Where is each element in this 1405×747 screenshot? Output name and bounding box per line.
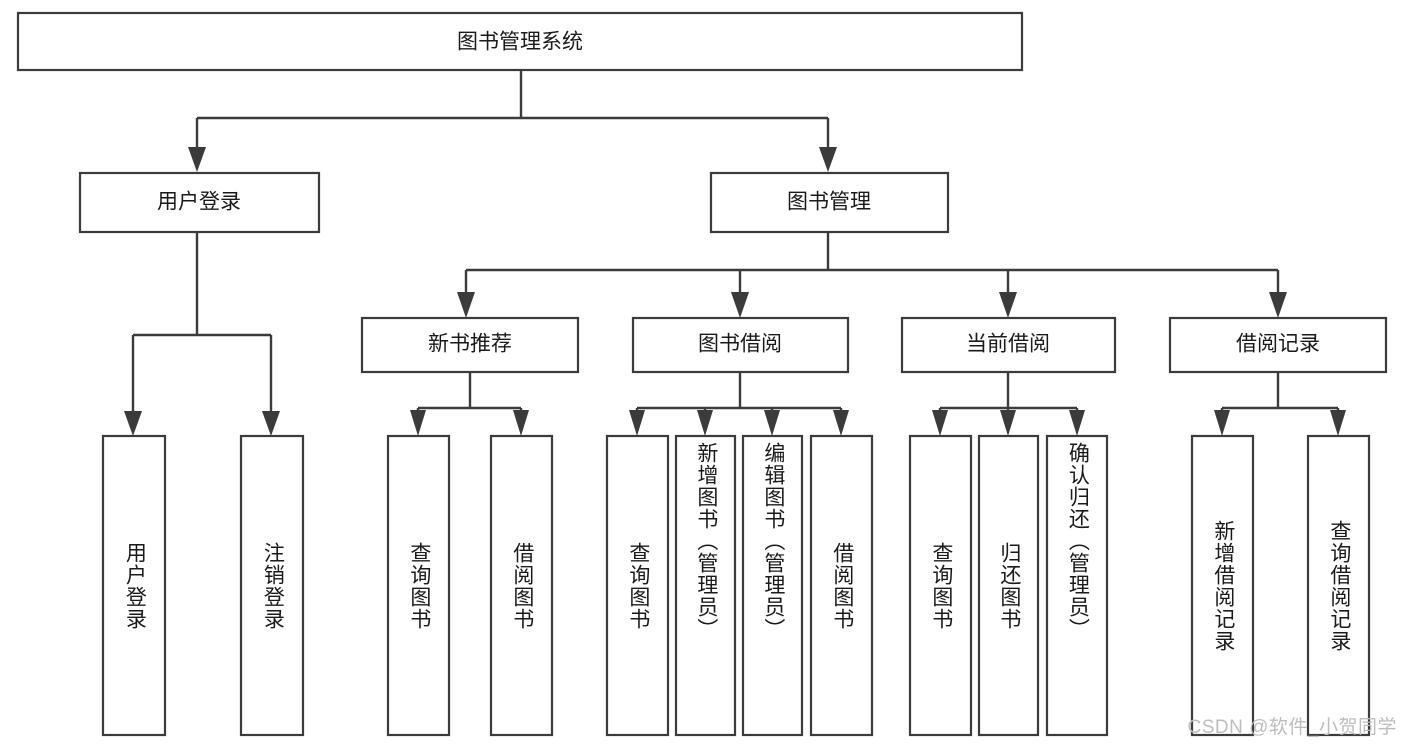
arrow-head-current-borrow-3 [1069, 410, 1085, 436]
arrow-head-borrow-record-1 [1214, 410, 1230, 436]
arrow-head-book-borrow-4 [833, 410, 849, 436]
arrow-head-book-borrow-3 [764, 410, 780, 436]
node-label-user-login: 用户登录 [157, 191, 241, 214]
node-box-root[interactable] [16, 11, 1024, 72]
arrow-head-user-login-1 [124, 411, 142, 436]
arrow-head-current-borrow-1 [932, 410, 948, 436]
node-box-leaf-query-book-1[interactable] [386, 434, 451, 737]
arrow-head-root-to-book-mgmt [819, 147, 837, 172]
node-box-leaf-query-record[interactable] [1306, 434, 1371, 737]
node-box-book-borrow[interactable] [631, 316, 850, 374]
arrow-head-current-borrow-2 [1000, 410, 1016, 436]
connector-group-borrow-record [1214, 372, 1346, 436]
node-box-leaf-query-book-3[interactable] [908, 434, 973, 737]
arrow-head-book-mgmt-1 [457, 292, 475, 318]
arrow-head-book-mgmt-2 [731, 292, 749, 318]
watermark-text: CSDN @软件_小贺同学 [1187, 717, 1397, 738]
node-box-current-borrow[interactable] [900, 316, 1117, 374]
node-box-leaf-borrow-book-2[interactable] [809, 434, 874, 737]
node-label-book-management: 图书管理 [787, 191, 871, 214]
node-box-leaf-confirm-return[interactable] [1045, 434, 1109, 737]
arrow-head-book-borrow-1 [629, 410, 645, 436]
node-box-leaf-user-login[interactable] [101, 434, 167, 737]
arrow-head-new-book-1 [410, 410, 426, 436]
arrow-head-root-to-user-login [188, 147, 206, 172]
connector-group-user-login [124, 232, 280, 436]
connector-group-current-borrow [932, 372, 1085, 436]
node-box-leaf-add-record[interactable] [1190, 434, 1255, 737]
connector-group-book-mgmt [457, 232, 1287, 318]
node-box-leaf-add-book[interactable] [674, 434, 737, 737]
node-box-leaf-logout[interactable] [239, 434, 305, 737]
arrow-head-book-mgmt-3 [999, 292, 1017, 318]
node-label-borrow-record: 借阅记录 [1236, 333, 1320, 356]
connector-group-root [188, 70, 837, 172]
arrow-head-user-login-2 [262, 411, 280, 436]
arrow-head-borrow-record-2 [1330, 410, 1346, 436]
node-box-new-book-recommend[interactable] [360, 316, 580, 374]
connector-group-book-borrow [629, 372, 849, 436]
arrow-head-book-borrow-2 [697, 410, 713, 436]
node-label-book-borrow: 图书借阅 [698, 333, 782, 356]
node-box-leaf-edit-book[interactable] [741, 434, 804, 737]
node-box-leaf-return-book[interactable] [977, 434, 1040, 737]
node-label-new-book-recommend: 新书推荐 [428, 333, 512, 356]
connector-group-new-book [410, 372, 529, 436]
arrow-head-book-mgmt-4 [1269, 292, 1287, 318]
node-box-book-management[interactable] [709, 171, 950, 234]
node-label-current-borrow: 当前借阅 [966, 333, 1050, 356]
node-box-leaf-query-book-2[interactable] [605, 434, 670, 737]
node-box-leaf-borrow-book-1[interactable] [489, 434, 554, 737]
node-box-borrow-record[interactable] [1168, 316, 1388, 374]
node-label-root: 图书管理系统 [457, 31, 583, 54]
node-box-user-login[interactable] [78, 171, 321, 234]
arrow-head-new-book-2 [513, 410, 529, 436]
